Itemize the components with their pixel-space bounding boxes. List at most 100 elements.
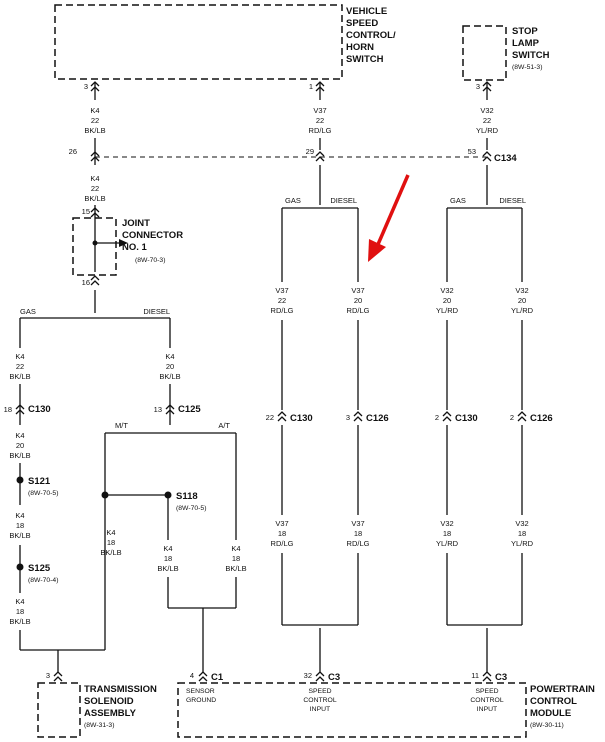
svg-text:RD/LG: RD/LG	[271, 539, 294, 548]
vsc-v37-pin-chevron	[315, 81, 325, 92]
splice-s118: S118 (8W-70-5)	[101, 491, 206, 512]
svg-text:V37: V37	[275, 519, 288, 528]
svg-text:SWITCH: SWITCH	[512, 50, 550, 61]
pcm-pin-11: 11	[471, 671, 479, 680]
svg-text:22: 22	[483, 116, 491, 125]
svg-text:ASSEMBLY: ASSEMBLY	[84, 708, 137, 719]
pcm-c3-label-2: C3	[495, 672, 507, 683]
svg-text:YL/RD: YL/RD	[476, 126, 499, 135]
svg-text:BK/LB: BK/LB	[9, 531, 30, 540]
joint-connector-pin-15: 15	[82, 207, 90, 216]
pcm-speed-input-1-l1: SPEED	[308, 688, 331, 695]
c130-v32-pin: 2	[435, 413, 439, 422]
wire-label-v37-gas: V37 22 RD/LG	[271, 286, 294, 315]
svg-text:22: 22	[316, 116, 324, 125]
wire-label-v32-top: V32 22 YL/RD	[476, 106, 499, 135]
svg-text:NO. 1: NO. 1	[122, 242, 148, 253]
svg-text:RD/LG: RD/LG	[347, 539, 370, 548]
svg-text:22: 22	[91, 116, 99, 125]
transmission-solenoid-ref: (8W-31-3)	[84, 722, 114, 729]
s125-ref: (8W-70-4)	[28, 577, 58, 584]
wire-lines	[19, 82, 523, 672]
connector-chevrons	[15, 81, 527, 682]
k4-gas-branch-label: GAS	[20, 307, 36, 316]
wire-label-v32-diesel: V32 20 YL/RD	[511, 286, 534, 315]
s125-label: S125	[28, 563, 51, 574]
pcm-sensor-ground-label-2: GROUND	[186, 697, 216, 704]
svg-text:VEHICLE: VEHICLE	[346, 6, 387, 17]
pcm-c3-label-1: C3	[328, 672, 340, 683]
svg-text:18: 18	[16, 607, 24, 616]
svg-text:20: 20	[518, 296, 526, 305]
svg-text:18: 18	[107, 538, 115, 547]
c125-pin: 13	[154, 405, 162, 414]
svg-text:POWERTRAIN: POWERTRAIN	[530, 684, 595, 695]
svg-text:HORN: HORN	[346, 42, 374, 53]
svg-text:K4: K4	[15, 597, 24, 606]
v32-gas-branch-label: GAS	[450, 196, 466, 205]
c130-v32-label: C130	[455, 413, 478, 424]
svg-text:YL/RD: YL/RD	[511, 539, 534, 548]
k4-diesel-branch-label: DIESEL	[143, 307, 170, 316]
svg-text:20: 20	[354, 296, 362, 305]
svg-text:K4: K4	[163, 544, 172, 553]
pcm-sensor-ground-label-1: SENSOR	[186, 688, 215, 695]
svg-text:YL/RD: YL/RD	[511, 306, 534, 315]
svg-text:18: 18	[164, 554, 172, 563]
svg-text:K4: K4	[165, 352, 174, 361]
svg-text:BK/LB: BK/LB	[225, 564, 246, 573]
pcm-pin-4: 4	[190, 671, 194, 680]
svg-text:20: 20	[443, 296, 451, 305]
vsc-pin-1: 1	[309, 82, 313, 91]
pcm-speed-input-1-l2: CONTROL	[303, 697, 336, 704]
svg-text:V32: V32	[515, 519, 528, 528]
c134-29-chevron	[315, 151, 325, 162]
joint-in-chevron	[90, 207, 100, 218]
svg-text:K4: K4	[106, 528, 115, 537]
pcm-speed-input-2-l1: SPEED	[475, 688, 498, 695]
stop-lamp-switch-box	[462, 25, 507, 81]
splice-s121: S121 (8W-70-5)	[16, 476, 58, 497]
svg-text:BK/LB: BK/LB	[159, 372, 180, 381]
svg-text:BK/LB: BK/LB	[9, 617, 30, 626]
c130-v37-pin: 22	[266, 413, 274, 422]
k4-at-branch-label: A/T	[218, 421, 230, 430]
svg-text:BK/LB: BK/LB	[84, 194, 105, 203]
pcm-pin-32: 32	[304, 671, 312, 680]
c130-v32-chevron	[442, 411, 452, 422]
c126-v37-pin: 3	[346, 413, 350, 422]
k4-mt-branch-label: M/T	[115, 421, 128, 430]
svg-text:K4: K4	[90, 106, 99, 115]
svg-text:BK/LB: BK/LB	[9, 372, 30, 381]
svg-text:BK/LB: BK/LB	[100, 548, 121, 557]
red-annotation-arrow	[368, 174, 410, 262]
svg-text:20: 20	[166, 362, 174, 371]
s118-ref: (8W-70-5)	[176, 505, 206, 512]
wire-label-k4-top: K4 22 BK/LB	[84, 106, 105, 135]
wire-label-k4-gas-s125: K4 18 BK/LB	[9, 597, 30, 626]
wire-label-k4-mt: K4 18 BK/LB	[100, 528, 121, 557]
svg-text:CONNECTOR: CONNECTOR	[122, 230, 183, 241]
svg-text:22: 22	[91, 184, 99, 193]
vehicle-speed-control-box	[54, 4, 343, 80]
pcm-pin11-chevron	[482, 671, 492, 682]
svg-text:BK/LB: BK/LB	[9, 451, 30, 460]
svg-text:18: 18	[354, 529, 362, 538]
svg-text:RD/LG: RD/LG	[309, 126, 332, 135]
joint-connector-pin-16: 16	[82, 278, 90, 287]
c134-label: C134	[494, 153, 517, 164]
svg-text:22: 22	[278, 296, 286, 305]
v37-gas-branch-label: GAS	[285, 196, 301, 205]
wire-label-k4-at: K4 18 BK/LB	[225, 544, 246, 573]
pcm-c1-label: C1	[211, 672, 224, 683]
c130-k4-chevron	[15, 404, 25, 415]
transmission-solenoid-name: TRANSMISSION SOLENOID ASSEMBLY (8W-31-3)	[84, 684, 157, 729]
wire-label-v37-diesel-low: V37 18 RD/LG	[347, 519, 370, 548]
c125-chevron	[165, 404, 175, 415]
c134-pin-53: 53	[468, 147, 476, 156]
vsc-pin-3: 3	[84, 82, 88, 91]
pcm-ref: (8W-30-11)	[530, 722, 564, 729]
svg-text:V32: V32	[440, 286, 453, 295]
vsc-k4-pin-chevron	[90, 81, 100, 92]
